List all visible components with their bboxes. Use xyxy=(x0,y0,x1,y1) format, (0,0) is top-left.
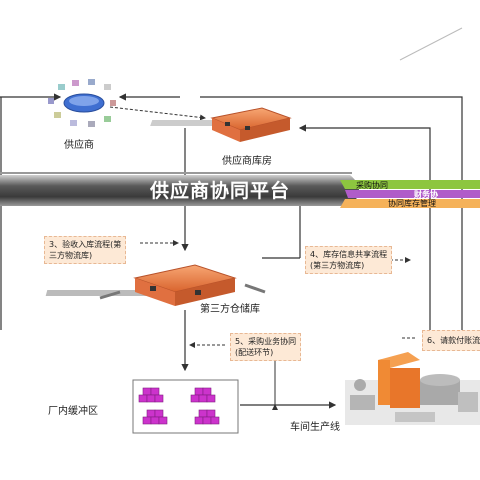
tag-purple-bar xyxy=(345,190,480,198)
platform-tag-inventory[interactable]: 协同库存管理 xyxy=(388,199,436,208)
supplier-warehouse-icon xyxy=(150,107,292,142)
note-3-line-2: 三方物流库) xyxy=(49,251,93,260)
tag-orange-bar xyxy=(340,199,480,208)
note-5-line-2: (配送环节) xyxy=(235,348,274,357)
corner-line xyxy=(399,27,463,61)
note-3: 3、验收入库流程(第 三方物流库) xyxy=(44,236,127,264)
note-3-line-1: 3、验收入库流程(第 xyxy=(49,240,122,249)
platform-tag-finance[interactable]: 财务协 xyxy=(414,190,438,199)
note-6: 6、请款付账流 xyxy=(422,330,480,351)
factory-icon xyxy=(345,352,480,425)
platform-title: 供应商协同平台 xyxy=(150,180,291,202)
supplier-network-icon xyxy=(48,79,116,127)
buffer-zone-label: 厂内缓冲区 xyxy=(48,406,98,417)
note-5: 5、采购业务协同 (配送环节) xyxy=(230,333,302,361)
production-line-label: 车间生产线 xyxy=(290,422,340,433)
third-party-warehouse-icon xyxy=(45,264,266,306)
platform-band xyxy=(0,172,480,208)
note-4-line-1: 4、库存信息共享流程 xyxy=(310,250,388,259)
supplier-label: 供应商 xyxy=(64,140,94,151)
arrow-right-to-supplier-warehouse xyxy=(298,124,431,340)
tag-green-bar xyxy=(340,180,480,189)
arrow-top-right-loop xyxy=(200,96,463,330)
buffer-cubes-icon xyxy=(138,387,220,425)
arrow-supplier-to-warehouse xyxy=(109,106,206,121)
supplier-warehouse-label: 供应商库房 xyxy=(222,156,272,167)
platform-tag-procurement[interactable]: 采购协同 xyxy=(356,181,388,190)
note-4-line-2: (第三方物流库) xyxy=(310,261,365,270)
third-party-warehouse-label: 第三方仓储库 xyxy=(200,304,260,315)
note-4: 4、库存信息共享流程 (第三方物流库) xyxy=(305,246,393,274)
note-5-line-1: 5、采购业务协同 xyxy=(235,337,297,346)
